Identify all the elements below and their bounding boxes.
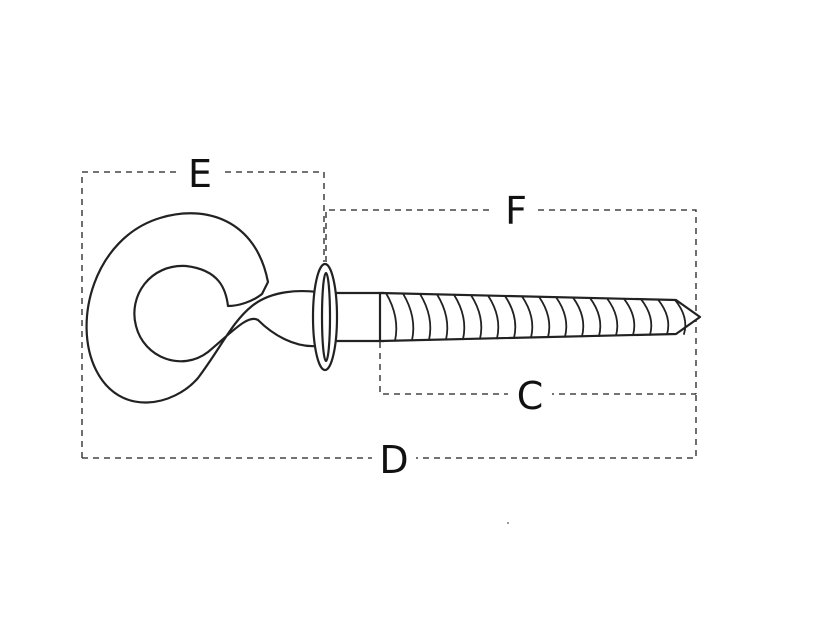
collar-inner: [320, 271, 332, 363]
thread-lines: [385, 292, 687, 342]
thread-line: [453, 293, 466, 341]
thread-line: [487, 294, 500, 340]
dimension-c-label: C: [517, 374, 544, 418]
thread-line: [572, 296, 585, 338]
label-f-bg: [494, 188, 538, 232]
thread-line: [657, 298, 670, 336]
threaded-section: [378, 291, 702, 343]
thread-line: [436, 293, 449, 341]
label-d-bg: [372, 436, 416, 480]
hook-body: [85, 212, 320, 404]
thread-line: [538, 295, 551, 339]
thread-line: [470, 294, 483, 340]
thread-line: [521, 295, 534, 339]
thread-line: [674, 299, 687, 335]
label-c-bg: [508, 372, 552, 416]
thread-line: [419, 293, 432, 341]
thread-line: [402, 292, 415, 342]
thread-line: [555, 296, 568, 338]
dimension-e-label: E: [188, 152, 212, 196]
thread-line: [589, 297, 602, 337]
thread-line: [385, 292, 398, 342]
thread-line: [623, 297, 636, 337]
thread-line: [504, 295, 517, 339]
thread-line: [640, 298, 653, 336]
label-e-bg: [178, 150, 222, 194]
dot-mark: [507, 522, 509, 524]
thread-line: [606, 297, 619, 337]
dimension-d-label: D: [379, 438, 408, 482]
dimension-f-label: F: [505, 189, 527, 233]
